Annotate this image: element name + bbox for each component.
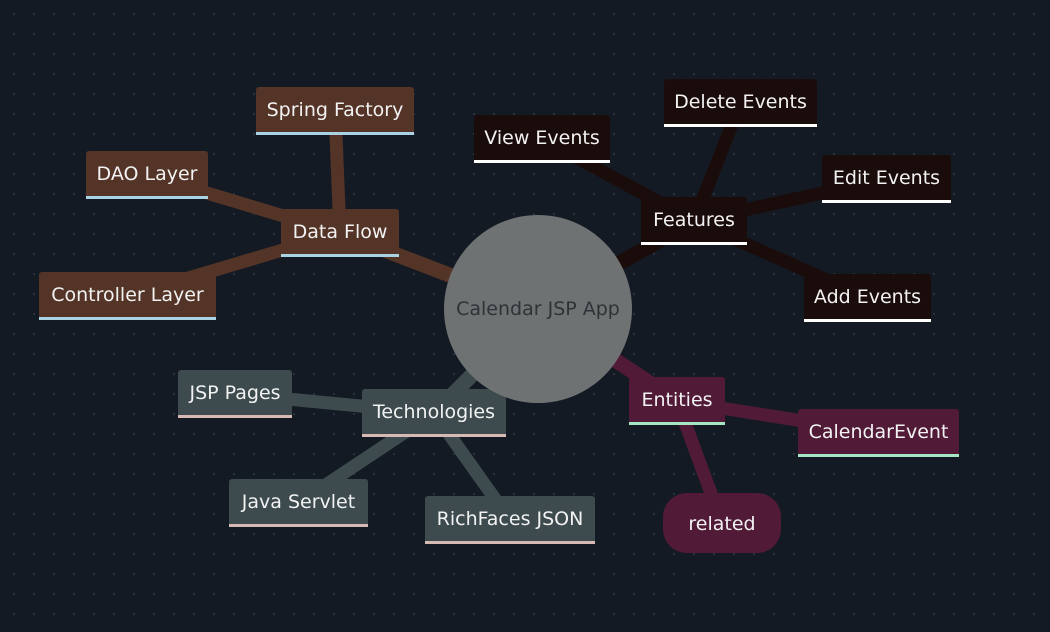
node-features[interactable]: Features — [641, 197, 747, 245]
node-underline — [362, 434, 506, 437]
node-underline — [629, 422, 725, 425]
node-box — [629, 377, 725, 425]
node-underline — [641, 242, 747, 245]
node-underline — [229, 524, 368, 527]
node-label: Controller Layer — [51, 284, 204, 306]
node-label: Edit Events — [833, 167, 940, 189]
node-label: Entities — [641, 389, 712, 411]
node-richfaces-json[interactable]: RichFaces JSON — [425, 496, 595, 544]
node-data-flow[interactable]: Data Flow — [281, 209, 399, 257]
node-underline — [425, 541, 595, 544]
node-underline — [178, 415, 292, 418]
node-label: RichFaces JSON — [437, 508, 584, 530]
node-spring-factory[interactable]: Spring Factory — [256, 87, 414, 135]
node-underline — [804, 319, 931, 322]
node-underline — [86, 196, 208, 199]
node-label: View Events — [484, 127, 599, 149]
node-underline — [664, 124, 817, 127]
root-label: Calendar JSP App — [456, 298, 620, 320]
node-label: related — [688, 513, 755, 535]
node-underline — [281, 254, 399, 257]
node-label: Features — [653, 209, 735, 231]
node-label: CalendarEvent — [809, 421, 949, 443]
node-entities[interactable]: Entities — [629, 377, 725, 425]
node-underline — [39, 317, 216, 320]
node-box — [804, 274, 931, 322]
node-box — [425, 496, 595, 544]
node-underline — [822, 200, 951, 203]
node-label: Spring Factory — [267, 99, 404, 121]
node-delete-events[interactable]: Delete Events — [664, 79, 817, 127]
node-calendarevent[interactable]: CalendarEvent — [798, 409, 959, 457]
node-box — [822, 155, 951, 203]
node-add-events[interactable]: Add Events — [804, 274, 931, 322]
node-box — [474, 115, 610, 163]
node-java-servlet[interactable]: Java Servlet — [229, 479, 368, 527]
node-box — [362, 389, 506, 437]
root-circle — [444, 215, 632, 403]
node-view-events[interactable]: View Events — [474, 115, 610, 163]
node-underline — [474, 160, 610, 163]
node-related[interactable]: related — [663, 493, 781, 553]
node-root[interactable]: Calendar JSP App — [444, 215, 632, 403]
node-label: Technologies — [372, 401, 495, 423]
node-underline — [256, 132, 414, 135]
node-box — [664, 79, 817, 127]
node-label: Java Servlet — [241, 491, 355, 513]
node-box — [178, 370, 292, 418]
node-technologies[interactable]: Technologies — [362, 389, 506, 437]
node-box — [229, 479, 368, 527]
node-label: Add Events — [814, 286, 921, 308]
node-box — [39, 272, 216, 320]
node-label: JSP Pages — [188, 382, 280, 404]
node-underline — [798, 454, 959, 457]
node-dao-layer[interactable]: DAO Layer — [86, 151, 208, 199]
node-box — [798, 409, 959, 457]
node-box — [641, 197, 747, 245]
node-box — [86, 151, 208, 199]
node-edit-events[interactable]: Edit Events — [822, 155, 951, 203]
node-box — [663, 493, 781, 553]
node-controller-layer[interactable]: Controller Layer — [39, 272, 216, 320]
node-box — [256, 87, 414, 135]
node-box — [281, 209, 399, 257]
node-label: Delete Events — [674, 91, 807, 113]
node-jsp-pages[interactable]: JSP Pages — [178, 370, 292, 418]
node-label: Data Flow — [293, 221, 388, 243]
node-label: DAO Layer — [97, 163, 198, 185]
